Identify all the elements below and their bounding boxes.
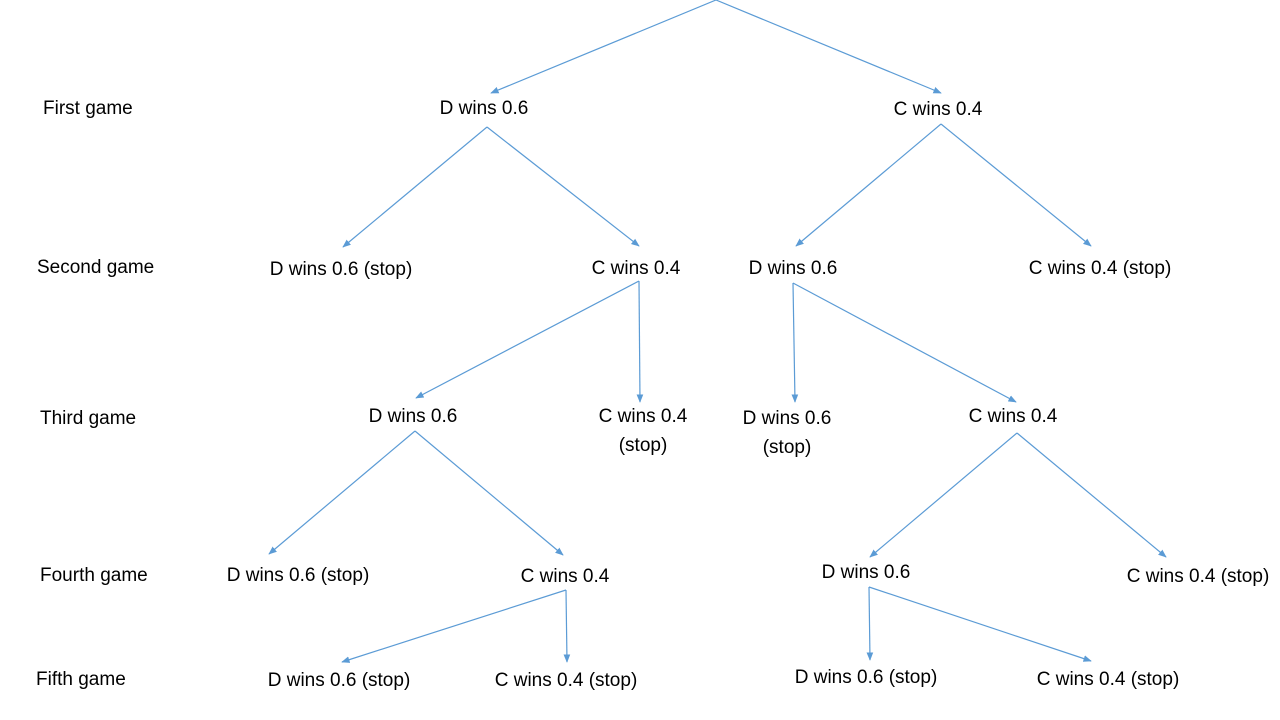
- edge-second-cd-to-cdd: [791, 282, 799, 403]
- row-label-third-game: Third game: [40, 408, 137, 429]
- node-third-d-wins-line2: (stop): [762, 437, 812, 458]
- edge-fourth-dcdc-to-c: [563, 589, 571, 663]
- node-fourth-d-wins-stop: D wins 0.6 (stop): [226, 565, 370, 586]
- edge-third-cdc-to-cdcc: [1016, 432, 1167, 558]
- edge-third-dcd-to-dcdc: [414, 430, 564, 556]
- node-fifth-d-wins-stop-left: D wins 0.6 (stop): [267, 670, 411, 691]
- edge-fourth-cdcd-to-d: [866, 586, 874, 661]
- edge-first-d-to-dc: [486, 126, 640, 247]
- node-fourth-c-wins: C wins 0.4: [520, 566, 610, 587]
- row-label-fourth-game: Fourth game: [40, 565, 148, 586]
- edge-root-to-first-c: [715, 0, 942, 94]
- node-fourth-c-wins-stop: C wins 0.4 (stop): [1126, 566, 1270, 587]
- edge-second-dc-to-dcc: [636, 280, 644, 403]
- node-third-c-wins-stop: C wins 0.4 (stop): [599, 402, 688, 460]
- node-second-d-wins-stop: D wins 0.6 (stop): [269, 259, 413, 280]
- row-label-fifth-game: Fifth game: [36, 669, 126, 690]
- edge-fourth-dcdc-to-d: [341, 589, 567, 663]
- edge-third-dcd-to-dcdd: [268, 430, 416, 555]
- node-third-d-wins-stop: D wins 0.6 (stop): [743, 404, 832, 462]
- node-first-c-wins: C wins 0.4: [893, 99, 983, 120]
- node-first-d-wins: D wins 0.6: [439, 98, 529, 119]
- edge-fourth-cdcd-to-c: [868, 586, 1092, 662]
- node-third-d-wins-line1: D wins 0.6: [742, 408, 832, 429]
- row-label-second-game: Second game: [37, 257, 155, 278]
- node-third-c-wins-line2: (stop): [618, 435, 668, 456]
- edge-root-to-first-d: [490, 0, 717, 94]
- node-fourth-d-wins: D wins 0.6: [821, 562, 911, 583]
- node-fifth-d-wins-stop-right: D wins 0.6 (stop): [794, 667, 938, 688]
- node-second-d-wins: D wins 0.6: [748, 258, 838, 279]
- node-third-c-wins: C wins 0.4: [968, 406, 1058, 427]
- edge-first-c-to-cd: [795, 123, 942, 247]
- node-second-c-wins-stop: C wins 0.4 (stop): [1028, 258, 1172, 279]
- edge-first-c-to-cc: [940, 123, 1092, 247]
- edge-first-d-to-dd: [342, 126, 488, 248]
- edge-third-cdc-to-cdcd: [869, 432, 1018, 558]
- edge-second-dc-to-dcd: [415, 280, 640, 399]
- row-label-first-game: First game: [43, 98, 133, 119]
- node-third-c-wins-line1: C wins 0.4: [598, 406, 688, 427]
- edge-second-cd-to-cdc: [792, 282, 1017, 403]
- node-second-c-wins: C wins 0.4: [591, 258, 681, 279]
- node-fifth-c-wins-stop-left: C wins 0.4 (stop): [494, 670, 638, 691]
- node-fifth-c-wins-stop-right: C wins 0.4 (stop): [1036, 669, 1180, 690]
- node-third-d-wins: D wins 0.6: [368, 406, 458, 427]
